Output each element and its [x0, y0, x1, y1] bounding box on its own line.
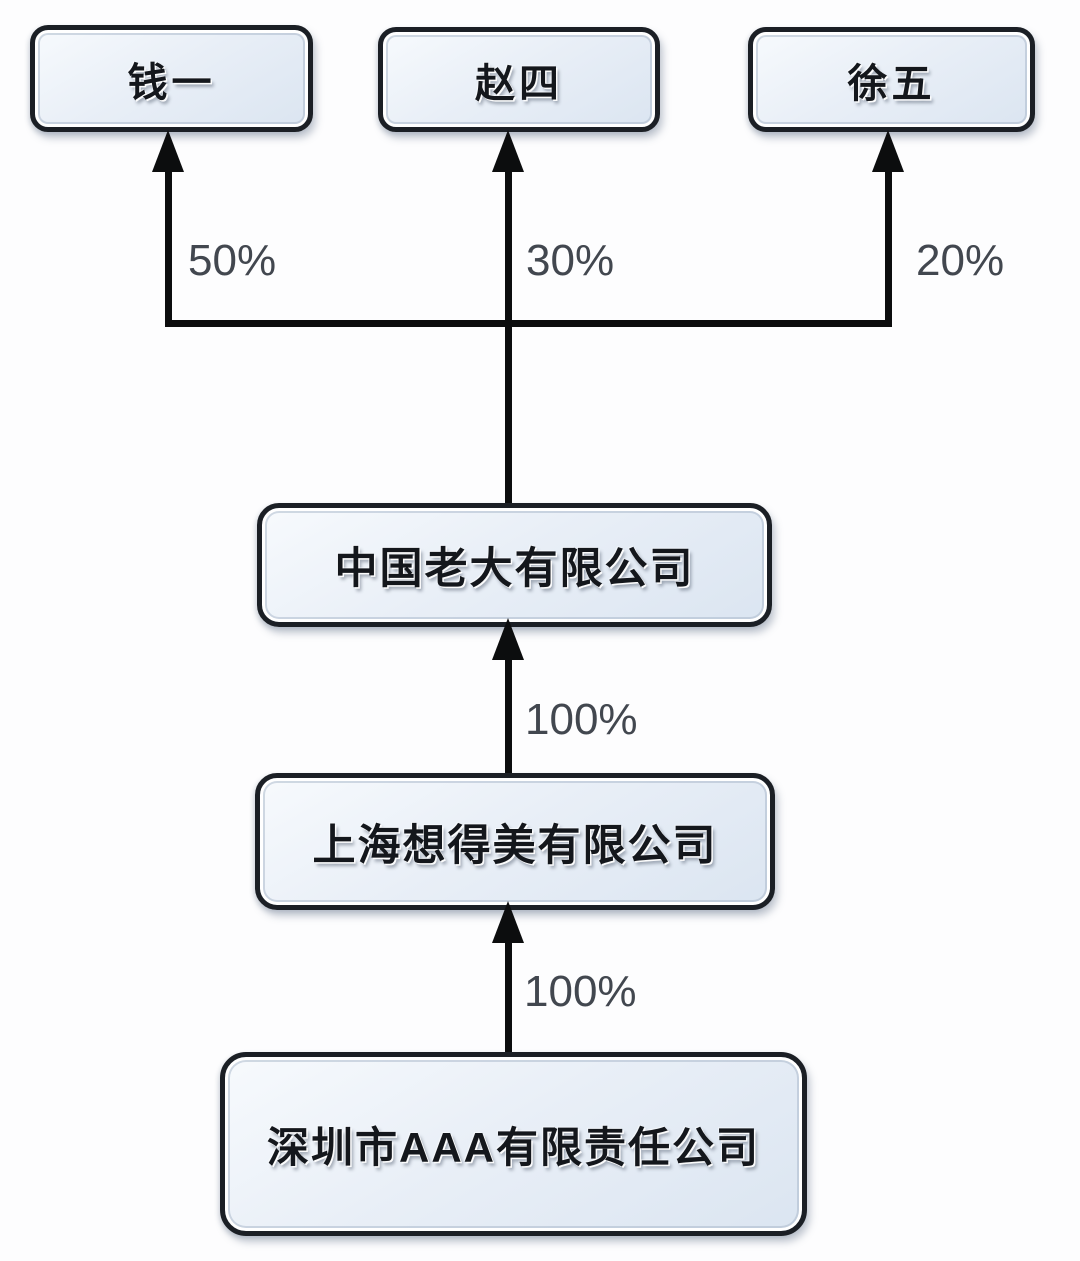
node-zhongguo-laoda-label: 中国老大有限公司	[334, 545, 695, 593]
edge-line-xiangdemei-to-laoda	[505, 652, 512, 773]
node-shanghai-xiangdemei-company: 上海想得美有限公司	[255, 773, 775, 910]
node-zhongguo-laoda-company: 中国老大有限公司	[257, 503, 772, 627]
edge-line-aaa-to-xiangdemei	[505, 935, 512, 1052]
node-xuwu: 徐五	[748, 27, 1035, 132]
node-shenzhen-aaa-company: 深圳市AAA有限责任公司	[220, 1052, 807, 1236]
edge-line-to-qianyi	[165, 166, 172, 327]
edge-horizontal-connector	[165, 320, 892, 327]
node-qianyi: 钱一	[30, 25, 313, 132]
arrow-up-icon	[492, 618, 524, 660]
edge-label-30-percent: 30%	[526, 236, 615, 285]
edge-label-100-percent-upper: 100%	[525, 695, 638, 744]
arrow-up-icon	[492, 901, 524, 943]
arrow-up-icon	[492, 130, 524, 172]
node-qianyi-label: 钱一	[127, 60, 216, 105]
node-xuwu-label: 徐五	[847, 61, 936, 106]
edge-label-100-percent-lower: 100%	[524, 967, 637, 1016]
node-zhaosi-label: 赵四	[475, 61, 563, 106]
node-shanghai-xiangdemei-label: 上海想得美有限公司	[312, 821, 718, 870]
edge-line-to-zhaosi	[505, 166, 512, 503]
arrow-up-icon	[872, 130, 904, 172]
edge-label-20-percent: 20%	[916, 236, 1005, 285]
node-zhaosi: 赵四	[378, 27, 660, 132]
node-shenzhen-aaa-label: 深圳市AAA有限责任公司	[267, 1123, 760, 1171]
edge-label-50-percent: 50%	[188, 236, 277, 285]
arrow-up-icon	[152, 130, 184, 172]
edge-line-to-xuwu	[885, 166, 892, 327]
